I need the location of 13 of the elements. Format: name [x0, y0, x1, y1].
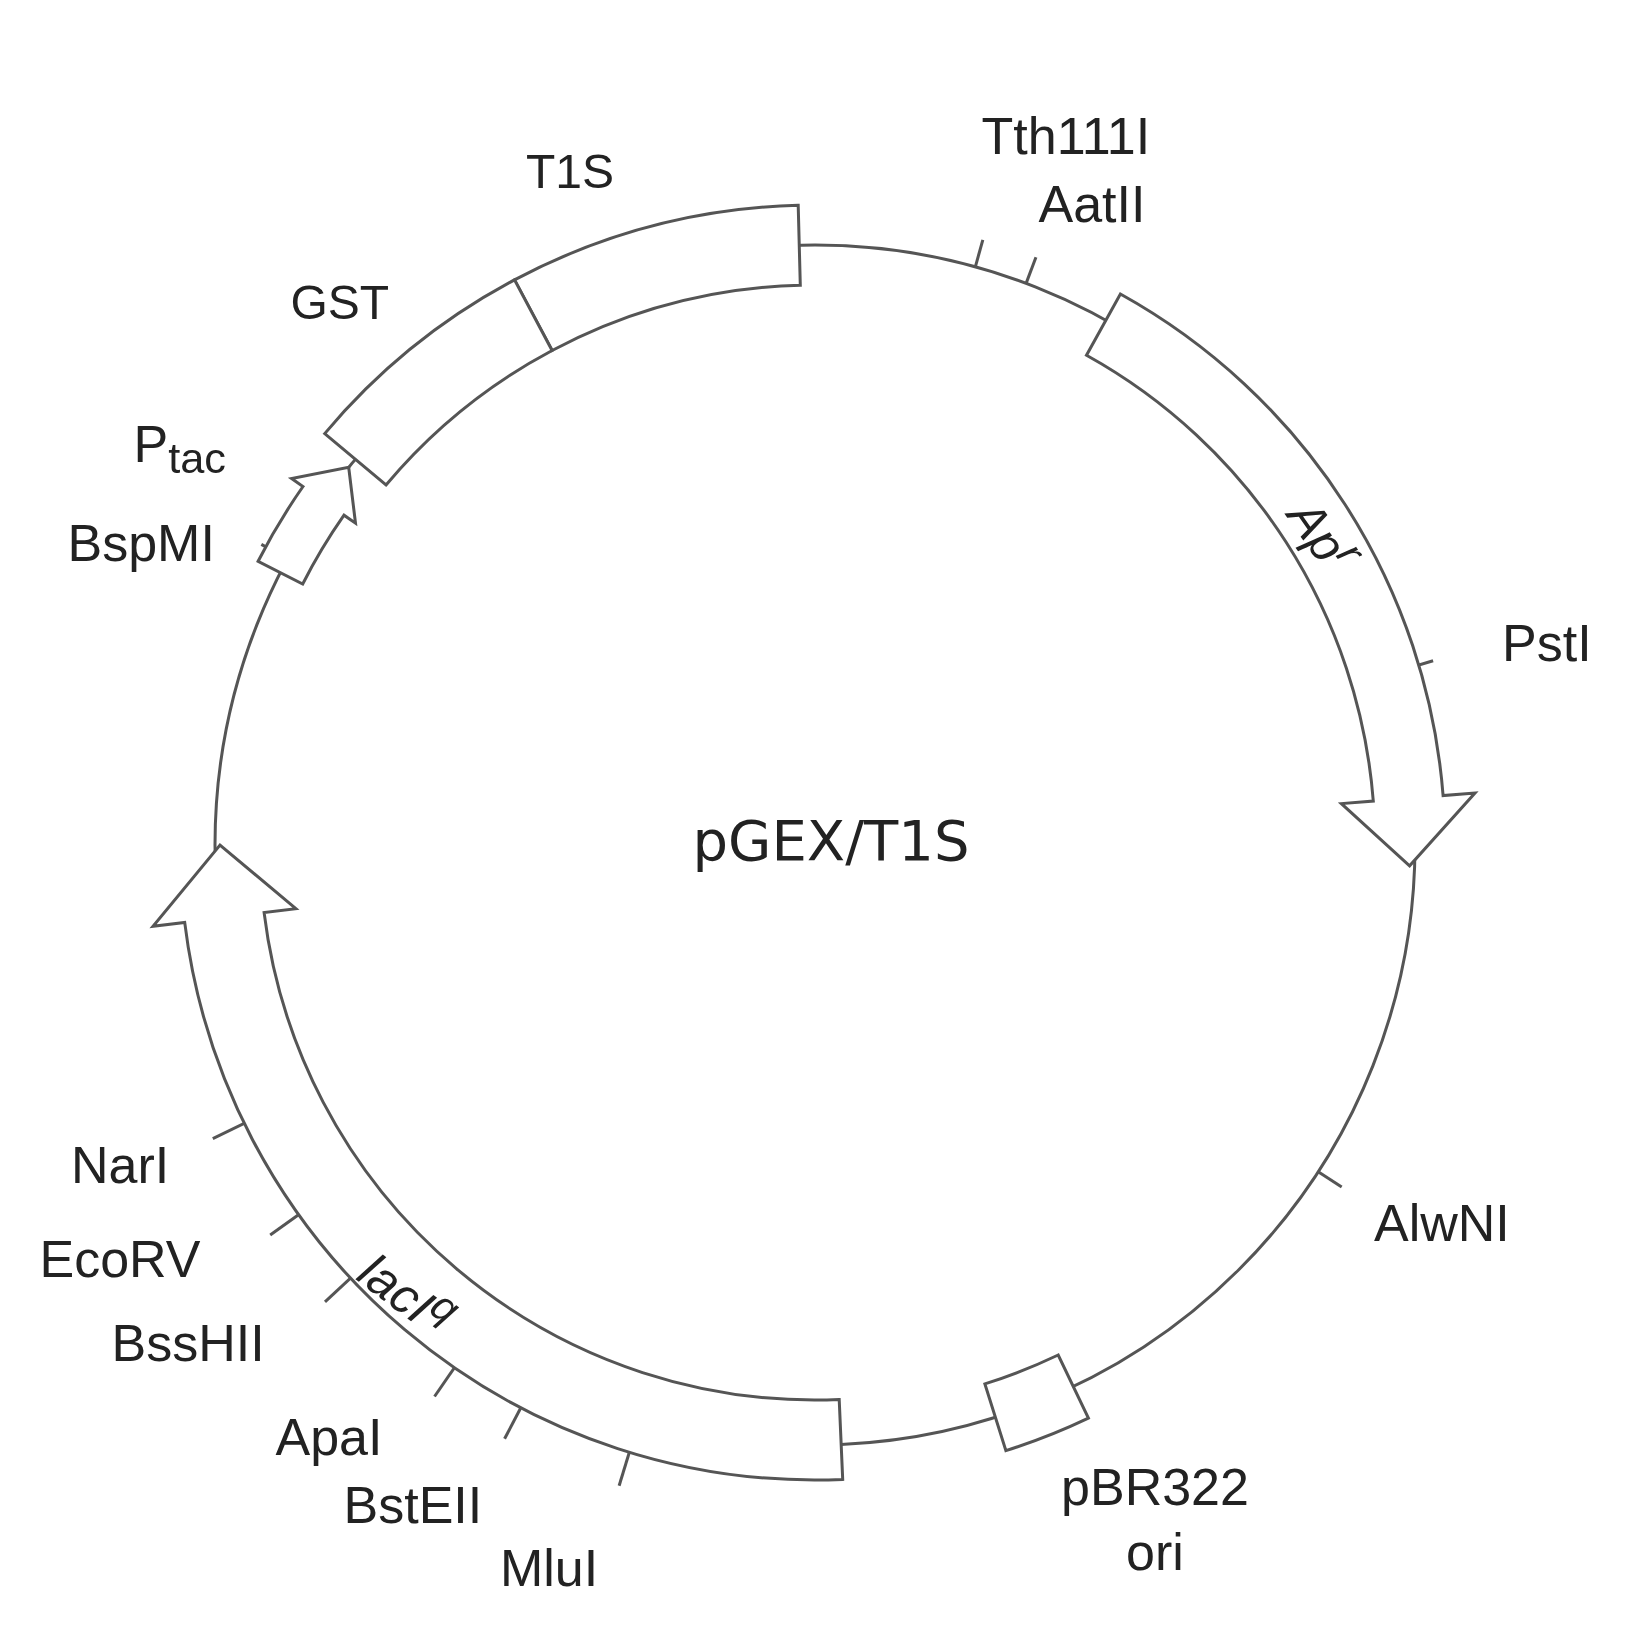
feature-label: GST [290, 279, 390, 327]
restriction-site-label: EcoRV [39, 1233, 201, 1285]
restriction-site-label: MluI [500, 1542, 599, 1594]
restriction-site-label: AatII [1038, 178, 1146, 230]
restriction-site-label: AlwNI [1374, 1197, 1510, 1249]
feature-label: P$_{tac}$ [133, 417, 226, 481]
restriction-site-label: BstEII [343, 1479, 483, 1531]
feature-label: T1S [526, 148, 615, 196]
restriction-site-label: PstI [1502, 617, 1592, 669]
feature-label: pBR322 ori [1060, 1457, 1250, 1583]
restriction-site-label: NarI [71, 1139, 170, 1191]
restriction-site-label: BssHII [111, 1317, 265, 1369]
restriction-site-label: Tth111I [981, 110, 1151, 162]
